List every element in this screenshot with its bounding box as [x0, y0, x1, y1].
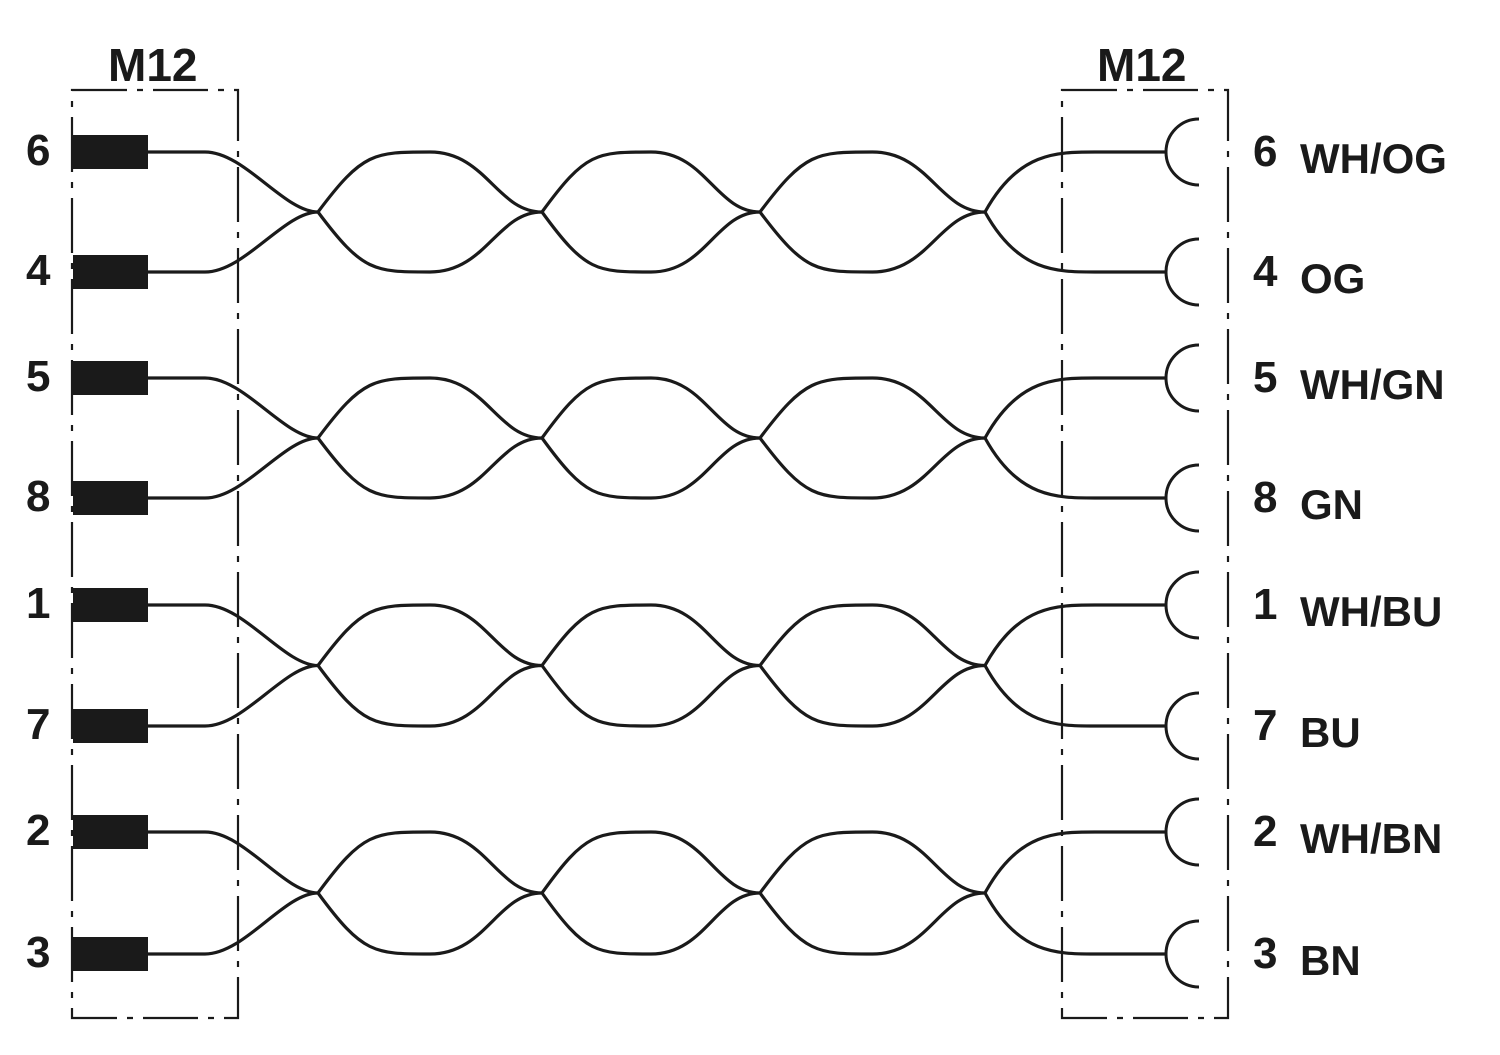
right-pin-number-6: 6 [1253, 127, 1278, 176]
right-connector-label: M12 [1097, 39, 1187, 91]
pin-block-3 [73, 937, 148, 971]
wire-og [148, 150, 1166, 274]
wire-color-og: OG [1300, 255, 1366, 302]
wire-bn [148, 830, 1166, 956]
right-pin-number-2: 2 [1253, 807, 1278, 856]
wire-color-gn: GN [1300, 481, 1363, 528]
wire-gn [148, 376, 1166, 500]
socket-contact-8 [1164, 463, 1200, 533]
wire-color-bn: BN [1300, 937, 1361, 984]
twisted-pair-wires [148, 150, 1166, 956]
socket-contact-1 [1164, 570, 1200, 640]
pin-block-1 [73, 588, 148, 622]
left-pin-number-2: 2 [26, 806, 51, 855]
left-pin-number-4: 4 [26, 246, 51, 295]
pin-block-2 [73, 815, 148, 849]
pin-block-4 [73, 255, 148, 289]
wire-color-wh-bu: WH/BU [1300, 588, 1443, 635]
right-pin-number-1: 1 [1253, 580, 1278, 629]
left-connector-frame [70, 88, 240, 1020]
left-pin-number-6: 6 [26, 126, 51, 175]
socket-contact-7 [1164, 691, 1200, 761]
left-pin-number-8: 8 [26, 472, 51, 521]
wire-color-wh-bn: WH/BN [1300, 815, 1443, 862]
right-socket-contacts [1164, 117, 1200, 989]
pin-block-7 [73, 709, 148, 743]
left-pin-number-3: 3 [26, 928, 51, 977]
right-pin-number-7: 7 [1253, 701, 1278, 750]
left-pin-number-1: 1 [26, 579, 51, 628]
socket-contact-5 [1164, 343, 1200, 413]
right-pin-number-5: 5 [1253, 353, 1278, 402]
pin-block-6 [73, 135, 148, 169]
wire-color-bu: BU [1300, 709, 1361, 756]
left-pin-blocks [73, 135, 148, 971]
pin-block-8 [73, 481, 148, 515]
left-pin-number-5: 5 [26, 352, 51, 401]
wire-color-wh-gn: WH/GN [1300, 361, 1445, 408]
socket-contact-2 [1164, 797, 1200, 867]
wire-bu [148, 603, 1166, 728]
right-connector-frame [1060, 88, 1230, 1020]
right-pin-number-8: 8 [1253, 473, 1278, 522]
left-frame-outline [70, 88, 240, 1020]
pin-block-5 [73, 361, 148, 395]
wire-wh-bu [148, 603, 1166, 728]
wire-wh-gn [148, 376, 1166, 500]
left-connector-label: M12 [108, 39, 198, 91]
socket-contact-6 [1164, 117, 1200, 187]
socket-contact-3 [1164, 919, 1200, 989]
socket-contact-4 [1164, 237, 1200, 307]
wire-color-wh-og: WH/OG [1300, 135, 1447, 182]
right-pin-number-3: 3 [1253, 929, 1278, 978]
wire-wh-og [148, 150, 1166, 274]
right-frame-outline [1060, 88, 1230, 1020]
wire-wh-bn [148, 830, 1166, 956]
right-pin-number-4: 4 [1253, 247, 1278, 296]
left-pin-number-7: 7 [26, 700, 51, 749]
